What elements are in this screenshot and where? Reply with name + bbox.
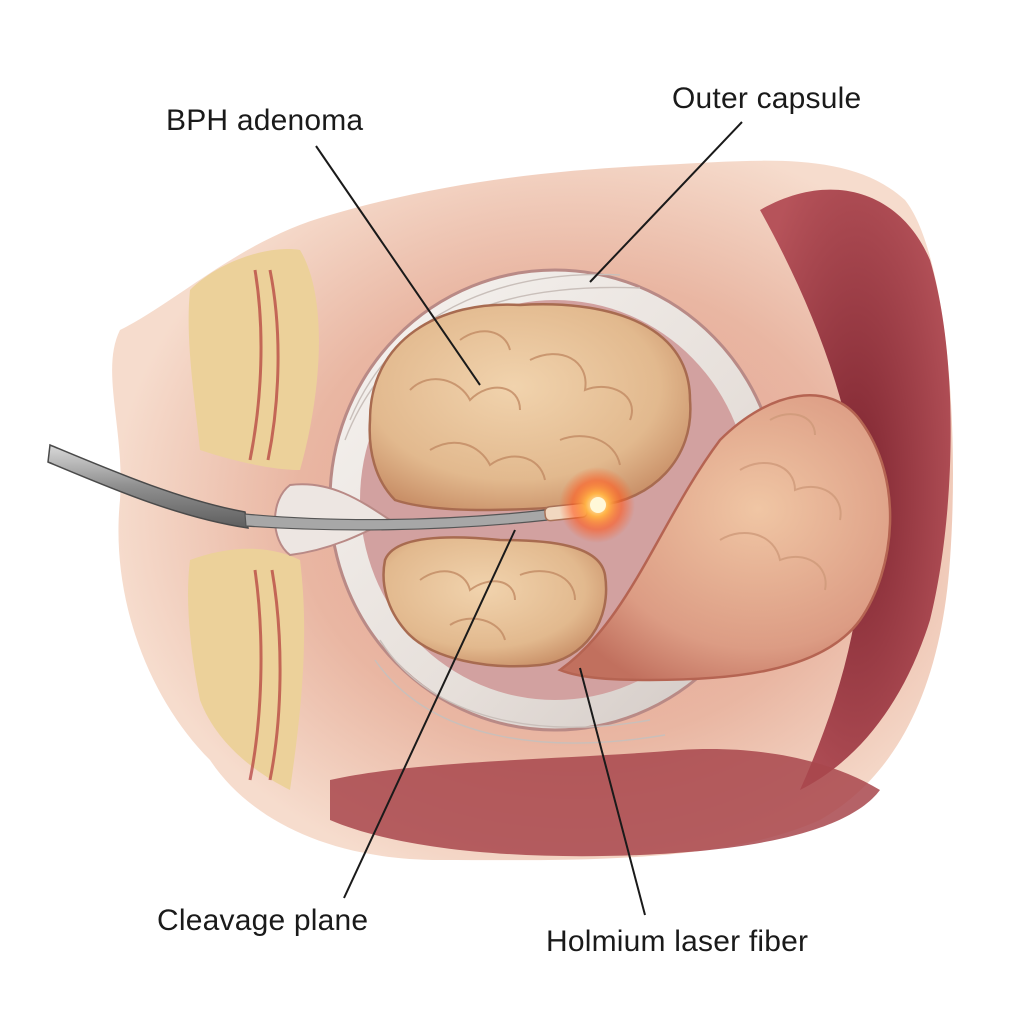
laser-hotspot bbox=[590, 497, 606, 513]
fat-layer-upper bbox=[188, 249, 319, 470]
muscle-striations bbox=[248, 269, 282, 781]
enucleated-lobe-texture bbox=[719, 413, 842, 591]
bph-adenoma-lower bbox=[382, 536, 608, 668]
deep-tissue-right bbox=[760, 189, 951, 790]
label-bph-adenoma: BPH adenoma bbox=[166, 104, 364, 137]
adenoma-texture bbox=[409, 330, 633, 481]
label-cleavage-plane: Cleavage plane bbox=[157, 904, 369, 937]
leader-holmium-laser-fiber bbox=[579, 667, 646, 916]
deep-tissue-lower bbox=[330, 749, 880, 857]
leader-outer-capsule bbox=[589, 121, 743, 283]
leader-cleavage-plane bbox=[343, 529, 516, 899]
fat-layer-lower bbox=[188, 548, 305, 790]
leader-lines bbox=[315, 121, 743, 916]
adenoma-texture-lower bbox=[419, 570, 576, 641]
label-holmium-laser-fiber: Holmium laser fiber bbox=[546, 925, 809, 958]
leader-bph-adenoma bbox=[315, 145, 481, 386]
bph-adenoma-upper bbox=[368, 303, 692, 512]
label-outer-capsule: Outer capsule bbox=[672, 82, 862, 115]
laser-fiber-sheath bbox=[47, 443, 249, 529]
